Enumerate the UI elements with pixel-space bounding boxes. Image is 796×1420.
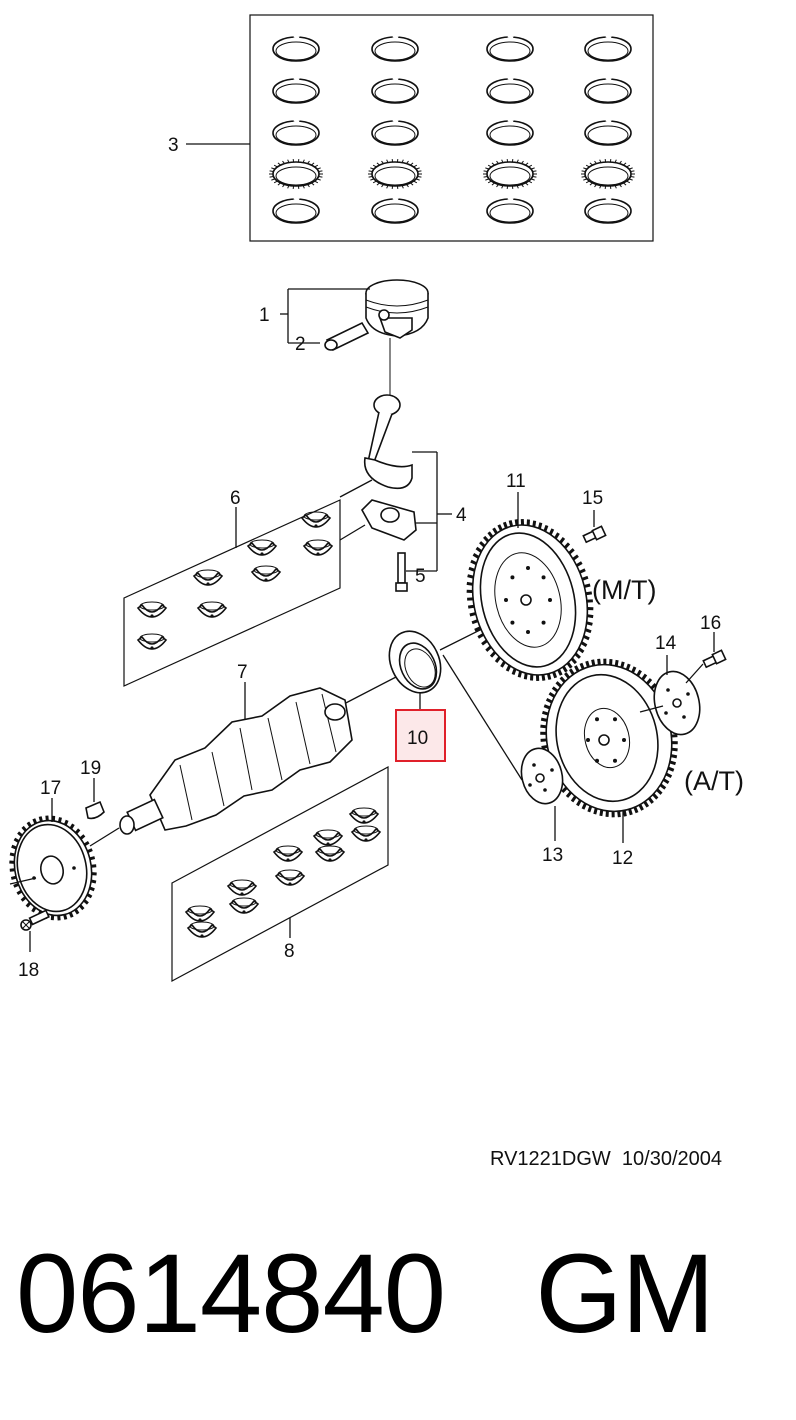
rod-bolt	[395, 552, 408, 592]
bearing-shell	[228, 897, 260, 914]
part-number: 0614840 GM	[16, 1231, 715, 1356]
piston-ring	[371, 196, 419, 224]
bearing-shell	[312, 829, 344, 846]
crankshaft	[119, 675, 399, 835]
main-bearing-set	[171, 765, 389, 983]
callout-11[interactable]: 11	[506, 471, 526, 492]
bearing-shell	[196, 601, 228, 618]
callout-18[interactable]: 18	[18, 960, 39, 981]
bearing-shell	[348, 807, 380, 824]
callout-4[interactable]: 4	[456, 505, 467, 526]
callout-14[interactable]: 14	[655, 633, 677, 654]
callout-13[interactable]: 13	[542, 845, 563, 866]
piston-ring	[272, 196, 320, 224]
piston-ring	[581, 159, 635, 189]
piston-ring	[371, 118, 419, 146]
callout-6[interactable]: 6	[230, 488, 241, 509]
callout-7[interactable]: 7	[237, 662, 248, 683]
bearing-shell	[136, 601, 168, 618]
bearing-shell	[300, 511, 332, 528]
drawing-reference: RV1221DGW 10/30/2004	[490, 1148, 723, 1170]
bearing-shell	[136, 633, 168, 650]
woodruff-key	[85, 800, 105, 820]
bearing-shell	[272, 845, 304, 862]
callout-3[interactable]: 3	[168, 135, 179, 156]
piston-ring	[272, 76, 320, 104]
spacer-plate	[520, 747, 564, 805]
piston	[365, 279, 429, 339]
callout-17[interactable]: 17	[40, 778, 61, 799]
piston-ring	[486, 118, 534, 146]
piston-ring	[584, 196, 632, 224]
piston-ring-set	[249, 14, 654, 242]
sprocket-bolt	[20, 909, 50, 931]
piston-ring	[486, 196, 534, 224]
callout-15[interactable]: 15	[582, 488, 603, 509]
piston-ring	[486, 76, 534, 104]
callout-8[interactable]: 8	[284, 941, 295, 962]
bearing-shell	[246, 539, 278, 556]
bearing-shell	[302, 539, 334, 556]
bearing-shell	[350, 825, 382, 842]
bearing-shell	[192, 569, 224, 586]
plate-bolt	[685, 649, 727, 684]
bearing-shell	[186, 921, 218, 938]
variant-label-at: (A/T)	[684, 766, 744, 796]
rod-bearing-set	[123, 499, 341, 687]
flywheel-bolt	[582, 525, 607, 544]
connecting-rod	[361, 394, 417, 541]
callout-2[interactable]: 2	[295, 334, 306, 355]
crankshaft-sprocket	[9, 815, 97, 921]
piston-ring	[269, 159, 323, 189]
highlight-box[interactable]	[395, 709, 446, 762]
piston-ring	[272, 34, 320, 62]
piston-ring	[371, 34, 419, 62]
piston-ring	[368, 159, 422, 189]
rear-oil-seal	[388, 630, 442, 694]
bearing-shell	[274, 869, 306, 886]
bearing-shell	[226, 879, 258, 896]
piston-ring	[272, 118, 320, 146]
flywheel-manual	[466, 518, 594, 682]
piston-ring	[371, 76, 419, 104]
callout-19[interactable]: 19	[80, 758, 101, 779]
bearing-shell	[184, 905, 216, 922]
callout-10[interactable]: 10	[407, 728, 428, 749]
callout-5[interactable]: 5	[415, 566, 426, 587]
piston-ring	[486, 34, 534, 62]
callout-1[interactable]: 1	[259, 305, 270, 326]
piston-pin	[324, 321, 370, 352]
piston-ring	[584, 118, 632, 146]
piston-ring	[584, 34, 632, 62]
callout-12[interactable]: 12	[612, 848, 633, 869]
callout-16[interactable]: 16	[700, 613, 721, 634]
variant-label-mt: (M/T)	[592, 575, 656, 605]
bearing-shell	[250, 565, 282, 582]
bearing-shell	[314, 845, 346, 862]
piston-ring	[584, 76, 632, 104]
piston-ring	[483, 159, 537, 189]
